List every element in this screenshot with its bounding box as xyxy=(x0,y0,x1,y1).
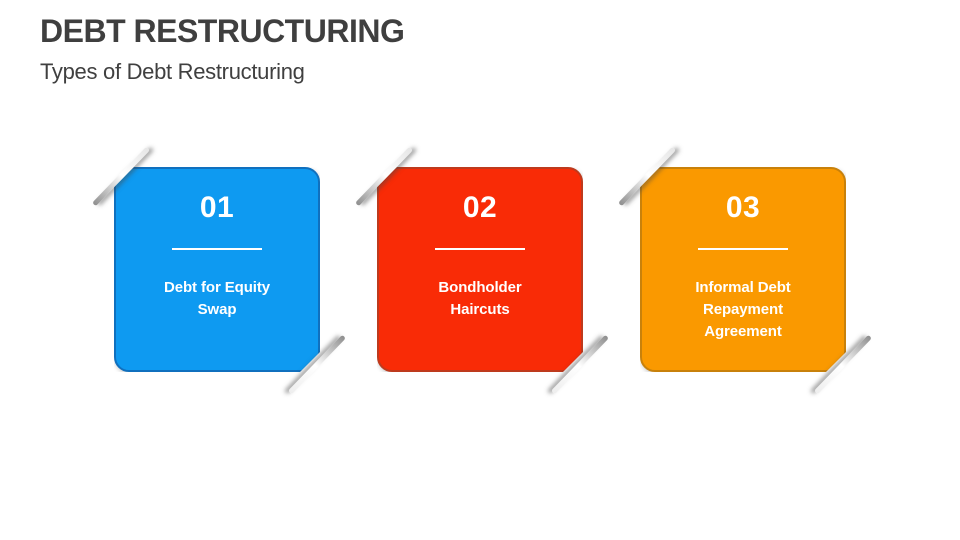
card-label: Informal Debt Repayment Agreement xyxy=(695,279,791,340)
card-label: Bondholder Haircuts xyxy=(438,279,522,318)
slide-title: DEBT RESTRUCTURING xyxy=(40,13,405,49)
card-divider xyxy=(698,248,788,250)
slide-subtitle: Types of Debt Restructuring xyxy=(40,59,305,84)
card-debt-for-equity-swap: 01 Debt for Equity Swap xyxy=(92,146,346,395)
card-number: 03 xyxy=(725,191,761,224)
card-divider xyxy=(435,248,525,250)
card-shape: 02 Bondholder Haircuts xyxy=(377,167,583,372)
card-number: 02 xyxy=(462,191,498,224)
card-bondholder-haircuts: 02 Bondholder Haircuts xyxy=(355,146,609,395)
card-divider xyxy=(172,248,262,250)
card-shape: 03 Informal Debt Repayment Agreement xyxy=(640,167,846,372)
card-shape: 01 Debt for Equity Swap xyxy=(114,167,320,372)
card-informal-debt-repayment-agreement: 03 Informal Debt Repayment Agreement xyxy=(618,146,872,395)
card-number: 01 xyxy=(199,191,235,224)
card-label: Debt for Equity Swap xyxy=(164,279,270,318)
